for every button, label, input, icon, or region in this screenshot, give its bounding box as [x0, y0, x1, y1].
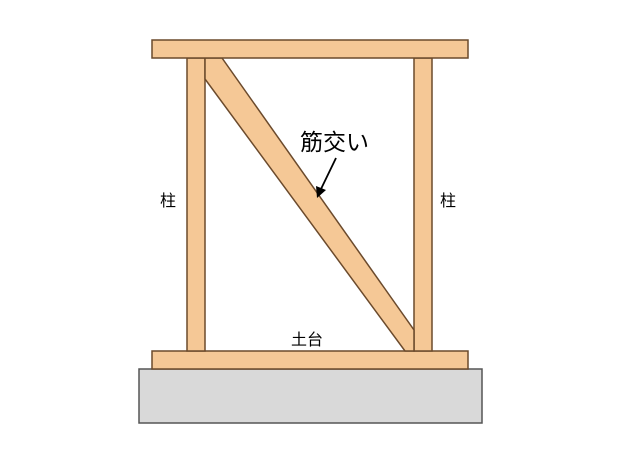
sill-label: 土台 [291, 330, 323, 349]
brace-leader-line [320, 157, 337, 190]
brace-arrowhead [316, 186, 326, 198]
left-post-label: 柱 [160, 191, 176, 210]
diagonal-brace [204, 57, 415, 352]
sill-plate [151, 350, 469, 370]
top-beam [151, 39, 469, 59]
right-post-label: 柱 [440, 191, 456, 210]
left-post [186, 57, 206, 352]
right-post [413, 57, 433, 352]
foundation-block [138, 368, 483, 424]
brace-label: 筋交い [300, 130, 369, 156]
